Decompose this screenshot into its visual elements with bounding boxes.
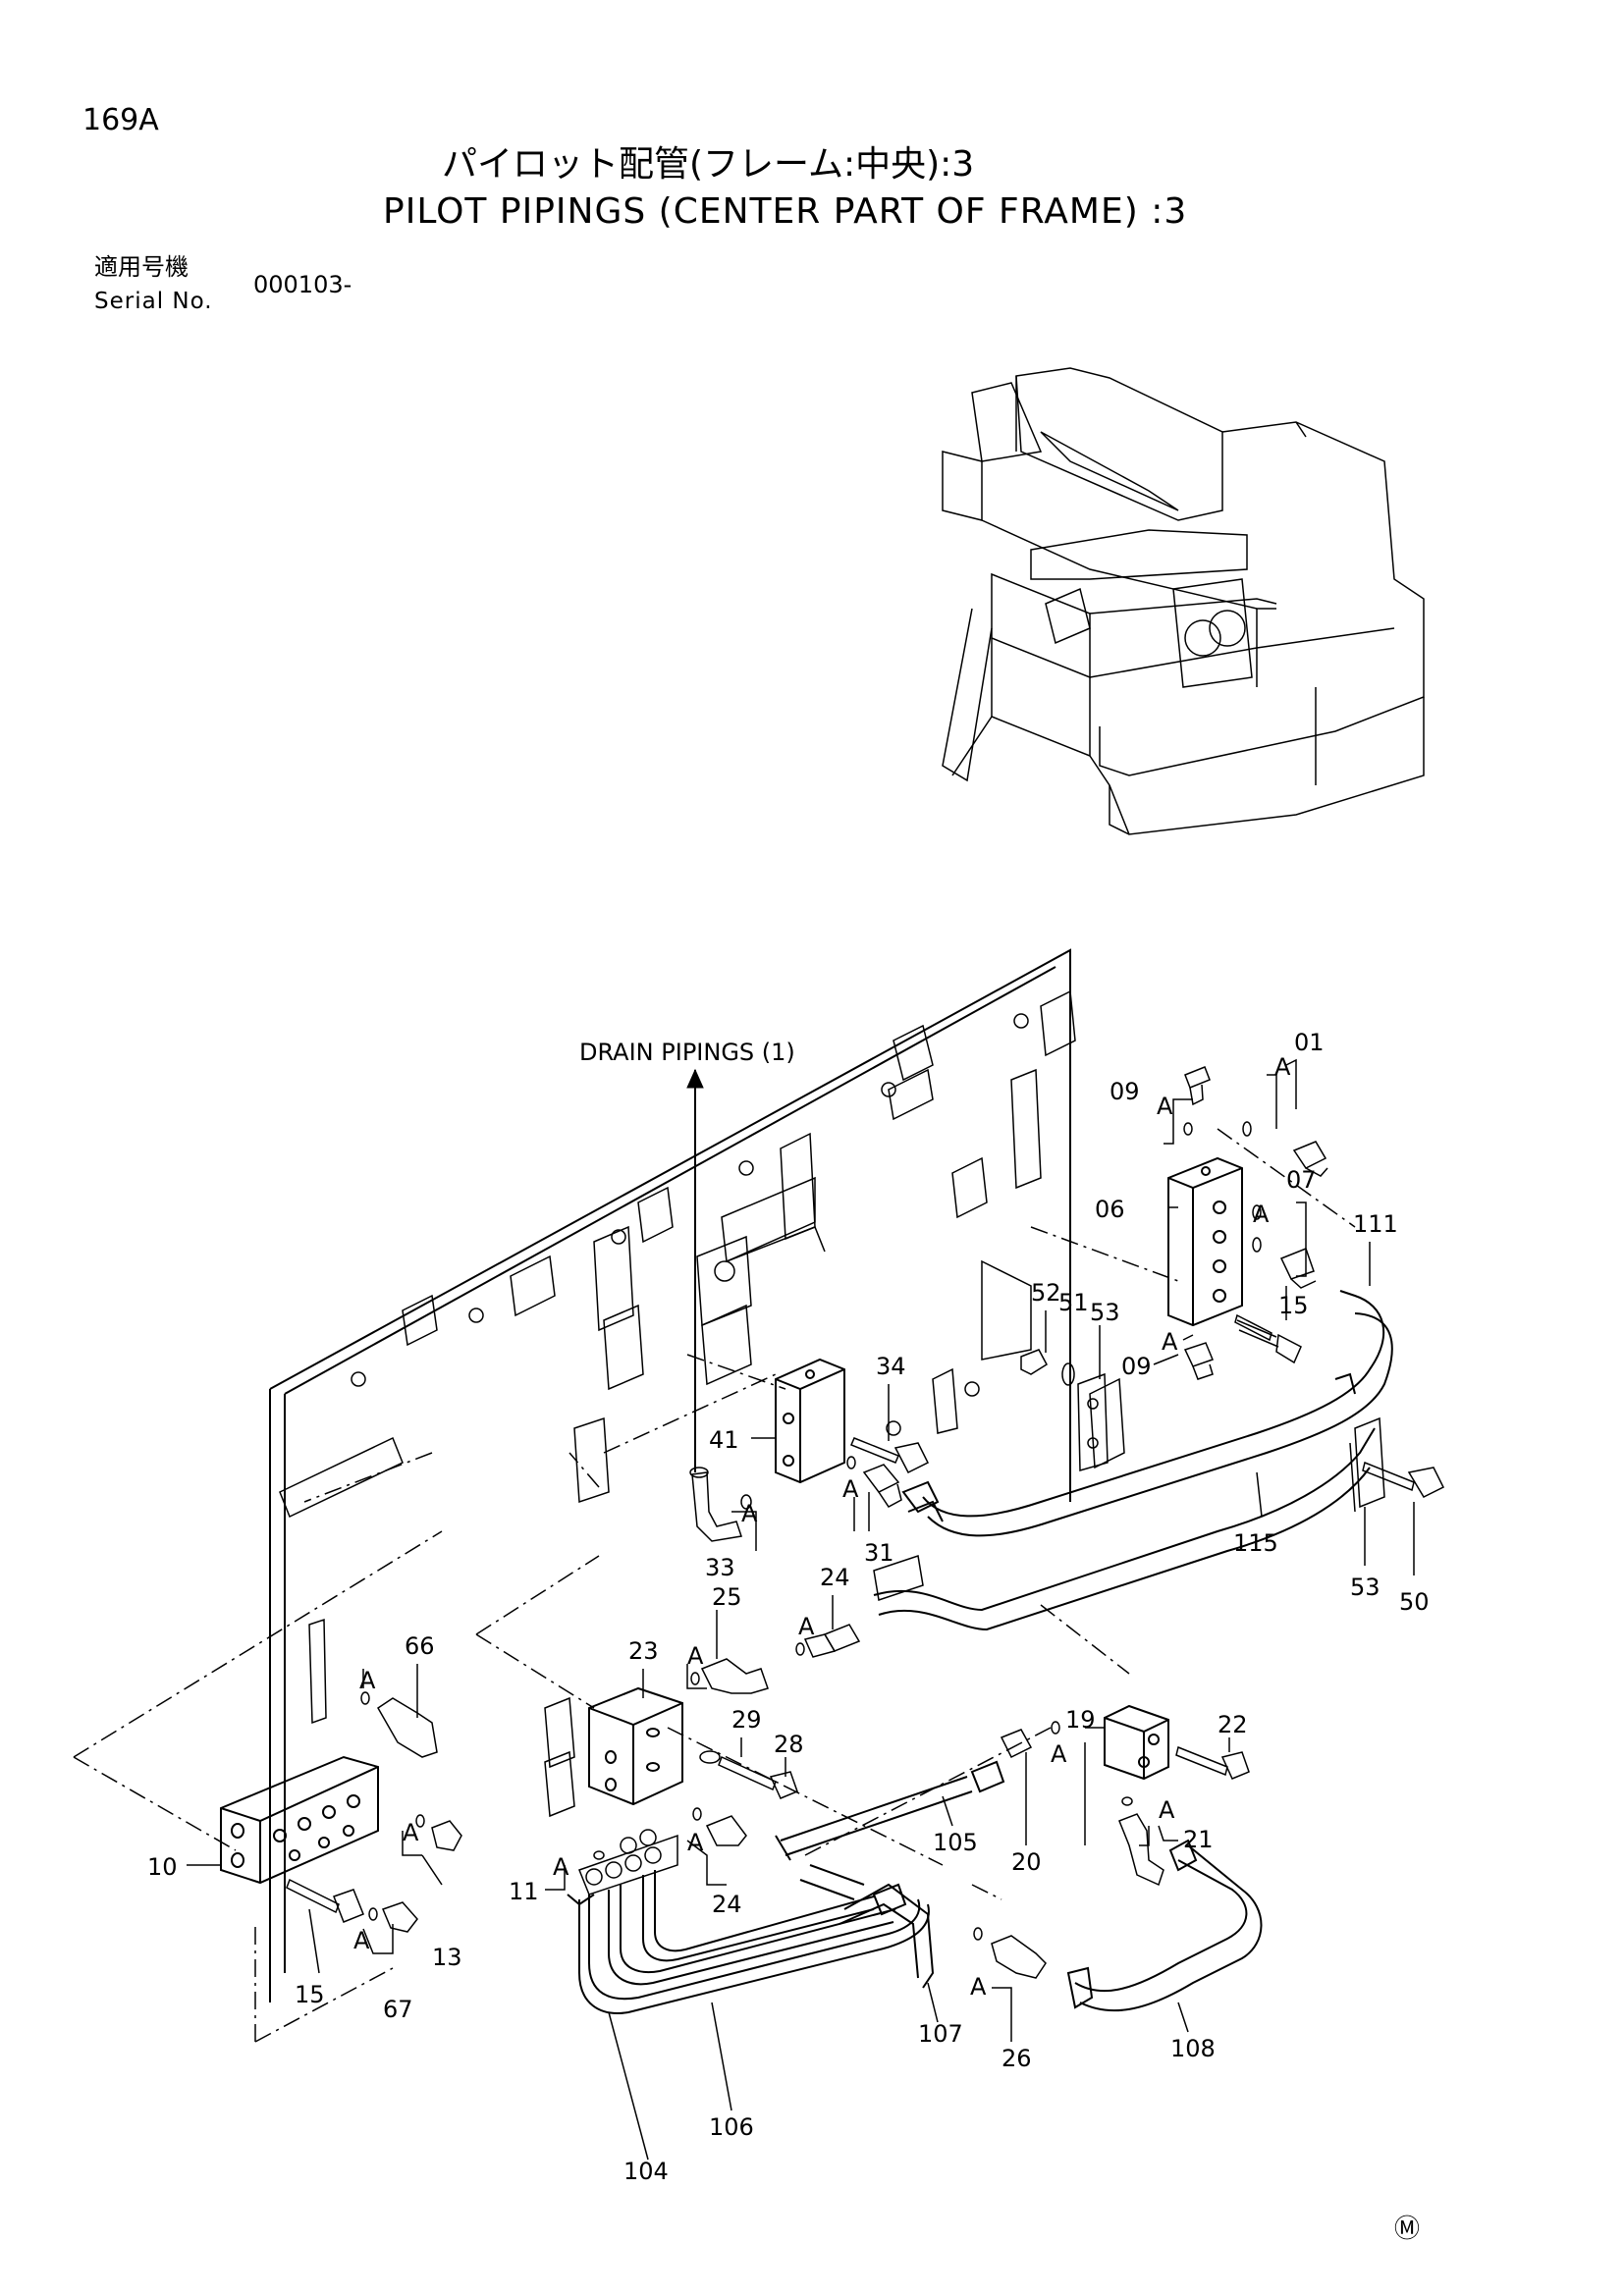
part-label-52: 52 <box>1031 1279 1061 1307</box>
part-label-24b: 24 <box>712 1891 742 1918</box>
detail-marker-a: A <box>1159 1796 1175 1824</box>
part-label-07: 07 <box>1286 1166 1317 1194</box>
part-label-13: 13 <box>432 1944 462 1971</box>
part-label-51: 51 <box>1058 1289 1089 1316</box>
part-label-20: 20 <box>1011 1848 1042 1876</box>
part-label-29: 29 <box>731 1706 762 1734</box>
detail-marker-a: A <box>353 1927 370 1954</box>
drain-pipings-arrow <box>686 1068 704 1472</box>
detail-marker-a: A <box>1274 1053 1291 1081</box>
pipe-111-115[interactable] <box>901 1290 1393 1537</box>
part-label-21: 21 <box>1183 1826 1214 1853</box>
detail-marker-a: A <box>842 1475 859 1503</box>
frame-brackets <box>279 989 1385 1818</box>
part-label-105: 105 <box>933 1829 978 1856</box>
elbow-fitting-33[interactable] <box>689 1467 752 1542</box>
part-label-104: 104 <box>623 2158 669 2185</box>
part-label-67: 67 <box>383 1996 413 2023</box>
detail-marker-a: A <box>403 1819 419 1846</box>
part-label-24: 24 <box>820 1564 850 1591</box>
part-label-115: 115 <box>1233 1529 1278 1557</box>
part-label-50: 50 <box>1399 1588 1430 1616</box>
detail-marker-a: A <box>1051 1740 1067 1768</box>
detail-marker-a: A <box>1157 1093 1173 1120</box>
part-label-41: 41 <box>709 1426 739 1454</box>
serial-number-value: 000103- <box>253 271 352 298</box>
part-label-26: 26 <box>1001 2045 1032 2072</box>
machine-overview-illustration <box>942 367 1425 835</box>
part-label-31: 31 <box>864 1539 894 1567</box>
serial-label-japanese: 適用号機 <box>94 253 189 281</box>
detail-marker-a: A <box>798 1613 815 1640</box>
bolts-and-fittings[interactable] <box>286 1313 1445 1979</box>
detail-marker-a: A <box>1253 1201 1270 1228</box>
detail-marker-a: A <box>741 1500 758 1527</box>
part-label-09b: 09 <box>1121 1353 1152 1380</box>
part-label-15b: 15 <box>295 1981 325 2008</box>
page-title-english: PILOT PIPINGS (CENTER PART OF FRAME) :3 <box>383 191 1188 232</box>
manifold-block-19[interactable] <box>1104 1704 1169 1781</box>
serial-label-english: Serial No. <box>94 289 213 314</box>
part-label-34: 34 <box>876 1353 906 1380</box>
detail-marker-a: A <box>553 1853 569 1881</box>
part-label-66: 66 <box>405 1632 435 1660</box>
part-label-108: 108 <box>1170 2035 1216 2062</box>
part-label-106: 106 <box>709 2113 754 2141</box>
detail-marker-a: A <box>687 1642 704 1670</box>
detail-marker-a: A <box>359 1667 376 1694</box>
manual-mark-icon: Ⓜ <box>1394 2215 1421 2244</box>
part-labels: 01 09 06 07 111 15 52 51 53 09 34 41 33 … <box>147 1029 1430 2185</box>
manifold-block-06[interactable] <box>1167 1156 1243 1327</box>
part-label-25: 25 <box>712 1583 742 1611</box>
part-label-107: 107 <box>918 2020 963 2048</box>
part-label-19: 19 <box>1065 1706 1096 1734</box>
part-label-09: 09 <box>1110 1078 1140 1105</box>
part-label-10: 10 <box>147 1853 178 1881</box>
part-label-53b: 53 <box>1350 1574 1380 1601</box>
detail-marker-a: A <box>1162 1328 1178 1356</box>
pipes-104-106[interactable] <box>567 1864 930 2014</box>
part-label-06: 06 <box>1095 1196 1125 1223</box>
page-number: 169A <box>82 103 159 137</box>
pipe-108[interactable] <box>1066 1839 1263 2012</box>
part-label-15: 15 <box>1278 1292 1309 1319</box>
detail-marker-a: A <box>687 1829 704 1856</box>
fittings-upper-right[interactable] <box>1183 1066 1328 1380</box>
manifold-block-10[interactable] <box>220 1755 379 1885</box>
part-label-22: 22 <box>1218 1711 1248 1738</box>
detail-marker-a: A <box>970 1973 987 2001</box>
drain-pipings-callout: DRAIN PIPINGS (1) <box>579 1039 795 1066</box>
part-label-23: 23 <box>628 1637 659 1665</box>
part-label-01: 01 <box>1294 1029 1325 1056</box>
manifold-block-23[interactable] <box>588 1686 683 1806</box>
part-label-53: 53 <box>1090 1299 1120 1326</box>
page-title-japanese: パイロット配管(フレーム:中央):3 <box>442 144 975 185</box>
part-label-28: 28 <box>774 1731 804 1758</box>
manifold-block-41[interactable] <box>775 1358 845 1484</box>
part-label-33: 33 <box>705 1554 735 1581</box>
pipe-105[interactable] <box>775 1760 1005 1861</box>
pipe-115-lower[interactable] <box>873 1372 1376 1631</box>
part-label-111: 111 <box>1353 1210 1398 1238</box>
part-label-11: 11 <box>509 1878 539 1905</box>
